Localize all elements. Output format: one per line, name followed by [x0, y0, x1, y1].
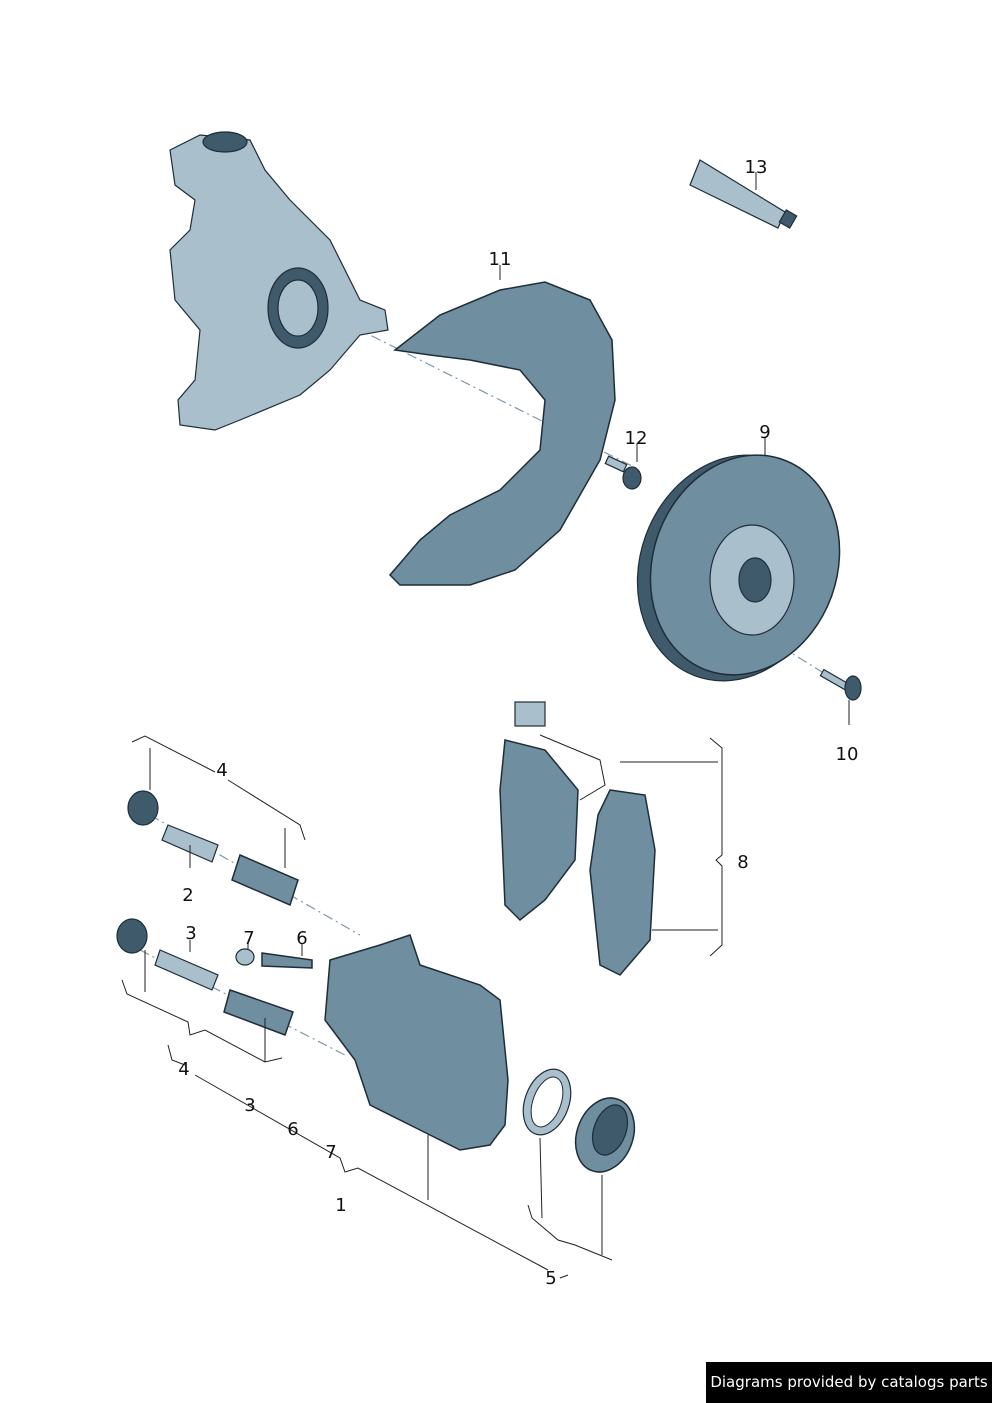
brake-pads[interactable]: [499, 701, 656, 976]
label-3-group: 3: [244, 1095, 255, 1116]
brake-dust-shield[interactable]: [388, 281, 616, 586]
dust-cap[interactable]: [235, 948, 255, 966]
leader-lines: [121, 172, 850, 1279]
label-1: 1: [335, 1195, 346, 1216]
label-5: 5: [545, 1268, 556, 1289]
shield-bolt[interactable]: [604, 455, 642, 490]
guide-pin-3[interactable]: [154, 949, 219, 991]
credit-banner: Diagrams provided by catalogs parts: [706, 1362, 992, 1403]
label-7: 7: [243, 928, 254, 949]
label-2: 2: [182, 885, 193, 906]
label-6-group: 6: [287, 1119, 298, 1140]
label-4-lower: 4: [178, 1059, 189, 1080]
label-10: 10: [836, 744, 859, 765]
grease-tube[interactable]: [689, 159, 798, 229]
disc-screw[interactable]: [819, 668, 862, 701]
label-6: 6: [296, 928, 307, 949]
label-13: 13: [745, 157, 768, 178]
guide-sleeve-lower[interactable]: [223, 989, 294, 1036]
brake-disc[interactable]: [606, 427, 869, 708]
label-11: 11: [489, 249, 512, 270]
guide-pin-2[interactable]: [161, 824, 219, 863]
caliper-seal-kit[interactable]: [515, 1063, 645, 1181]
label-12: 12: [625, 428, 648, 449]
guide-bushing-boot-upper[interactable]: [127, 790, 159, 826]
guide-sleeve-upper[interactable]: [231, 853, 299, 907]
label-3: 3: [185, 923, 196, 944]
guide-bushing-boot-lower[interactable]: [116, 918, 148, 954]
steering-knuckle[interactable]: [169, 131, 389, 431]
brake-caliper[interactable]: [324, 934, 509, 1151]
bleeder-valve[interactable]: [261, 952, 313, 969]
label-4-upper: 4: [216, 760, 227, 781]
label-9: 9: [759, 422, 770, 443]
label-7-group: 7: [325, 1142, 336, 1163]
label-8: 8: [737, 852, 748, 873]
